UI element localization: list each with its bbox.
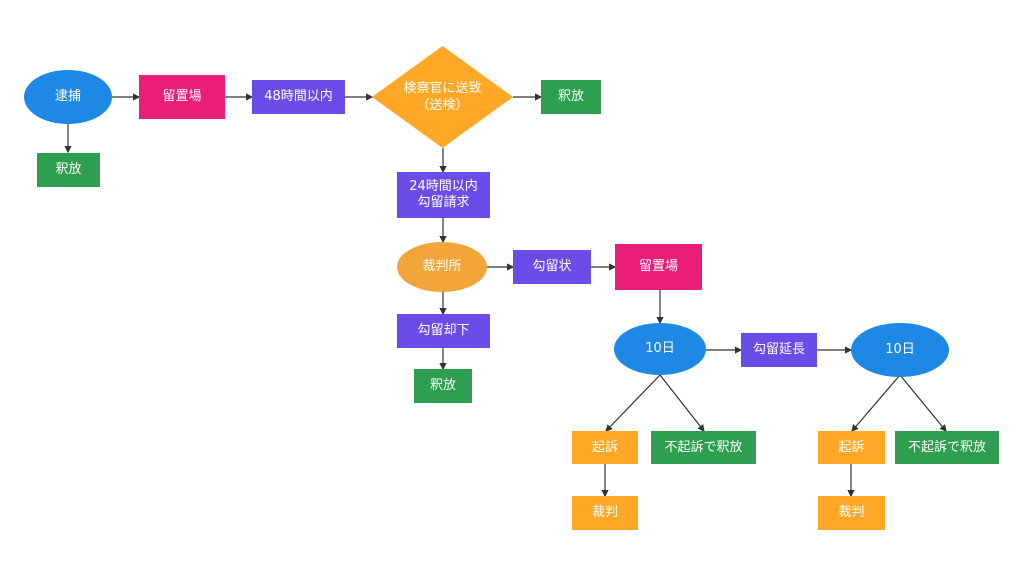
node-trial-a: 裁判 [572, 496, 638, 530]
edge-10days-indict-a [605, 374, 661, 432]
node-arrest: 逮捕 [24, 70, 112, 124]
node-indict-a: 起訴 [572, 431, 638, 464]
node-not-indicted-a: 不起訴で釈放 [651, 431, 756, 464]
edge-10days-indict-b [851, 374, 901, 432]
node-detention-1: 留置場 [139, 75, 225, 119]
node-detention-rejected: 勾留却下 [397, 314, 490, 348]
node-detention-2: 留置場 [615, 244, 702, 290]
node-10days-a: 10日 [614, 323, 706, 375]
node-release-2: 釈放 [541, 80, 601, 114]
node-not-indicted-b: 不起訴で釈放 [895, 431, 999, 464]
node-detention-warrant: 勾留状 [513, 250, 591, 284]
node-detention-request: 24時間以内 勾留請求 [397, 172, 490, 218]
edge-10days-notindicted-a [659, 374, 705, 432]
node-10days-b: 10日 [851, 323, 949, 377]
edge-10days-notindicted-b [899, 374, 947, 432]
node-within-48h: 48時間以内 [252, 80, 345, 114]
node-send-to-prosecutor: 検察官に送致 （送検） [372, 46, 513, 148]
node-release-1: 釈放 [37, 153, 100, 187]
node-extension: 勾留延長 [741, 333, 817, 367]
node-court: 裁判所 [397, 242, 487, 292]
node-indict-b: 起訴 [818, 431, 885, 464]
node-release-3: 釈放 [414, 369, 472, 403]
node-trial-b: 裁判 [818, 496, 885, 530]
